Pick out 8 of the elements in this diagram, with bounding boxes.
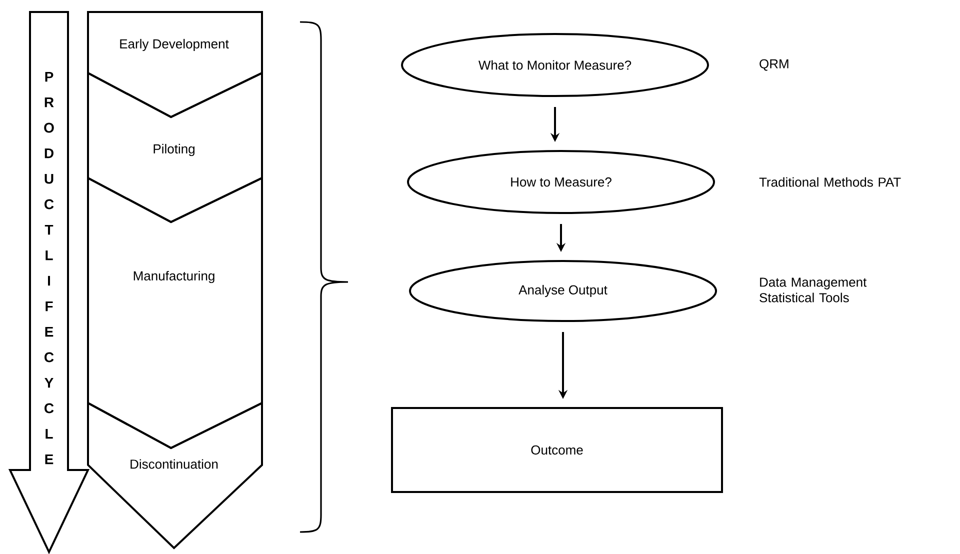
stage-panel: Piloting — [87, 71, 263, 224]
stage-panel: Manufacturing — [87, 176, 263, 450]
side-note: Data Management Statistical Tools — [760, 278, 867, 302]
side-note: Traditional Methods PAT — [759, 177, 901, 187]
side-note: QRM — [760, 59, 788, 71]
outcome-box: Outcome — [391, 407, 723, 493]
stage-panel: Early Development — [87, 11, 263, 118]
stage-panel: Discontinuation — [87, 401, 263, 550]
